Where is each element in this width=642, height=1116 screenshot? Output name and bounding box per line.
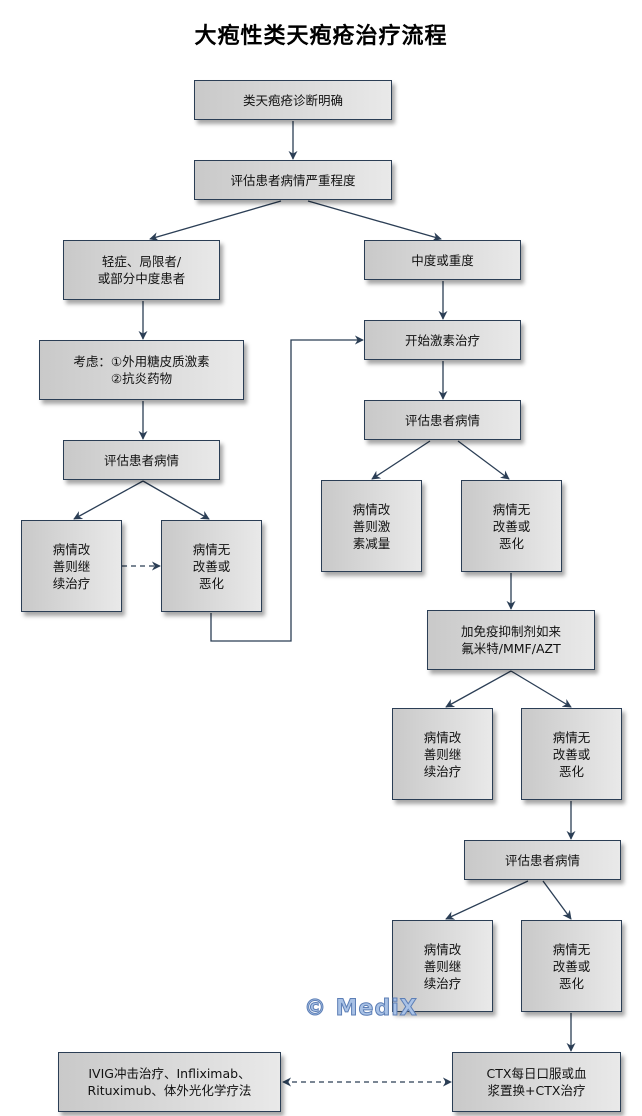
node-start-steroid-label: 开始激素治疗 <box>404 332 480 348</box>
node-assess-right1: 评估患者病情 <box>364 400 521 440</box>
node-mild-label: 轻症、局限者/ 或部分中度患者 <box>97 254 186 286</box>
node-consider: 考虑：①外用糖皮质激素 ②抗炎药物 <box>39 340 244 400</box>
node-right3-not-improved: 病情无 改善或 恶化 <box>521 920 622 1012</box>
node-ivig: IVIG冲击治疗、Infliximab、 Rituximub、体外光化学疗法 <box>58 1052 281 1112</box>
node-add-immunosuppressant: 加免疫抑制剂如来 氟米特/MMF/AZT <box>427 610 595 670</box>
node-ctx: CTX每日口服或血 浆置换+CTX治疗 <box>452 1052 621 1112</box>
node-start-steroid: 开始激素治疗 <box>364 320 521 360</box>
node-left-improved-label: 病情改 善则继 续治疗 <box>52 541 91 591</box>
node-ivig-label: IVIG冲击治疗、Infliximab、 Rituximub、体外光化学疗法 <box>87 1066 252 1098</box>
arrow-immuno-to-not-improved <box>510 670 572 708</box>
node-right3-not-improved-label: 病情无 改善或 恶化 <box>552 941 591 991</box>
node-assess-severity: 评估患者病情严重程度 <box>194 160 392 200</box>
node-right3-improved-label: 病情改 善则继 续治疗 <box>423 941 462 991</box>
node-assess-left-label: 评估患者病情 <box>103 452 179 468</box>
arrow-assess-right1-to-taper <box>371 440 431 480</box>
node-moderate-severe-label: 中度或重度 <box>411 252 474 268</box>
node-assess-right2: 评估患者病情 <box>464 840 621 880</box>
watermark-logo: © MediX <box>304 996 418 1022</box>
arrow-loop-to-steroid <box>210 335 364 642</box>
node-assess-right2-label: 评估患者病情 <box>504 852 580 868</box>
node-diagnosis: 类天疱疮诊断明确 <box>194 80 392 120</box>
node-mild: 轻症、局限者/ 或部分中度患者 <box>63 240 220 300</box>
node-right1-not-improved: 病情无 改善或 恶化 <box>461 480 562 572</box>
node-diagnosis-label: 类天疱疮诊断明确 <box>242 92 343 108</box>
node-left-not-improved-label: 病情无 改善或 恶化 <box>192 541 231 591</box>
node-assess-left: 评估患者病情 <box>63 440 220 480</box>
diagram-title: 大疱性类天疱疮治疗流程 <box>194 24 448 49</box>
node-right2-improved-label: 病情改 善则继 续治疗 <box>423 729 462 779</box>
node-consider-label: 考虑：①外用糖皮质激素 ②抗炎药物 <box>73 354 210 386</box>
arrow-assess-to-mild <box>149 200 282 242</box>
arrow-assess-left-to-not-improved <box>142 480 210 520</box>
arrow-immuno-to-improved <box>445 670 512 708</box>
node-assess-right1-label: 评估患者病情 <box>404 412 480 428</box>
node-steroid-taper: 病情改 善则激 素减量 <box>321 480 422 572</box>
node-right1-not-improved-label: 病情无 改善或 恶化 <box>492 501 531 551</box>
node-left-not-improved: 病情无 改善或 恶化 <box>161 520 262 612</box>
arrow-assess2-to-improved <box>445 880 529 920</box>
node-right2-not-improved: 病情无 改善或 恶化 <box>521 708 622 800</box>
node-moderate-severe: 中度或重度 <box>364 240 521 280</box>
arrow-assess2-to-not-improved <box>542 880 572 920</box>
node-right2-improved: 病情改 善则继 续治疗 <box>392 708 493 800</box>
node-assess-severity-label: 评估患者病情严重程度 <box>230 172 356 188</box>
node-left-improved: 病情改 善则继 续治疗 <box>21 520 122 612</box>
node-right2-not-improved-label: 病情无 改善或 恶化 <box>552 729 591 779</box>
node-add-immunosuppressant-label: 加免疫抑制剂如来 氟米特/MMF/AZT <box>460 624 561 656</box>
node-steroid-taper-label: 病情改 善则激 素减量 <box>352 501 391 551</box>
node-ctx-label: CTX每日口服或血 浆置换+CTX治疗 <box>486 1066 587 1098</box>
arrow-assess-left-to-improved <box>73 480 144 520</box>
node-right3-improved: 病情改 善则继 续治疗 <box>392 920 493 1012</box>
arrow-assess-right1-to-not-improved <box>457 440 510 480</box>
arrow-assess-to-moderate <box>307 200 442 242</box>
